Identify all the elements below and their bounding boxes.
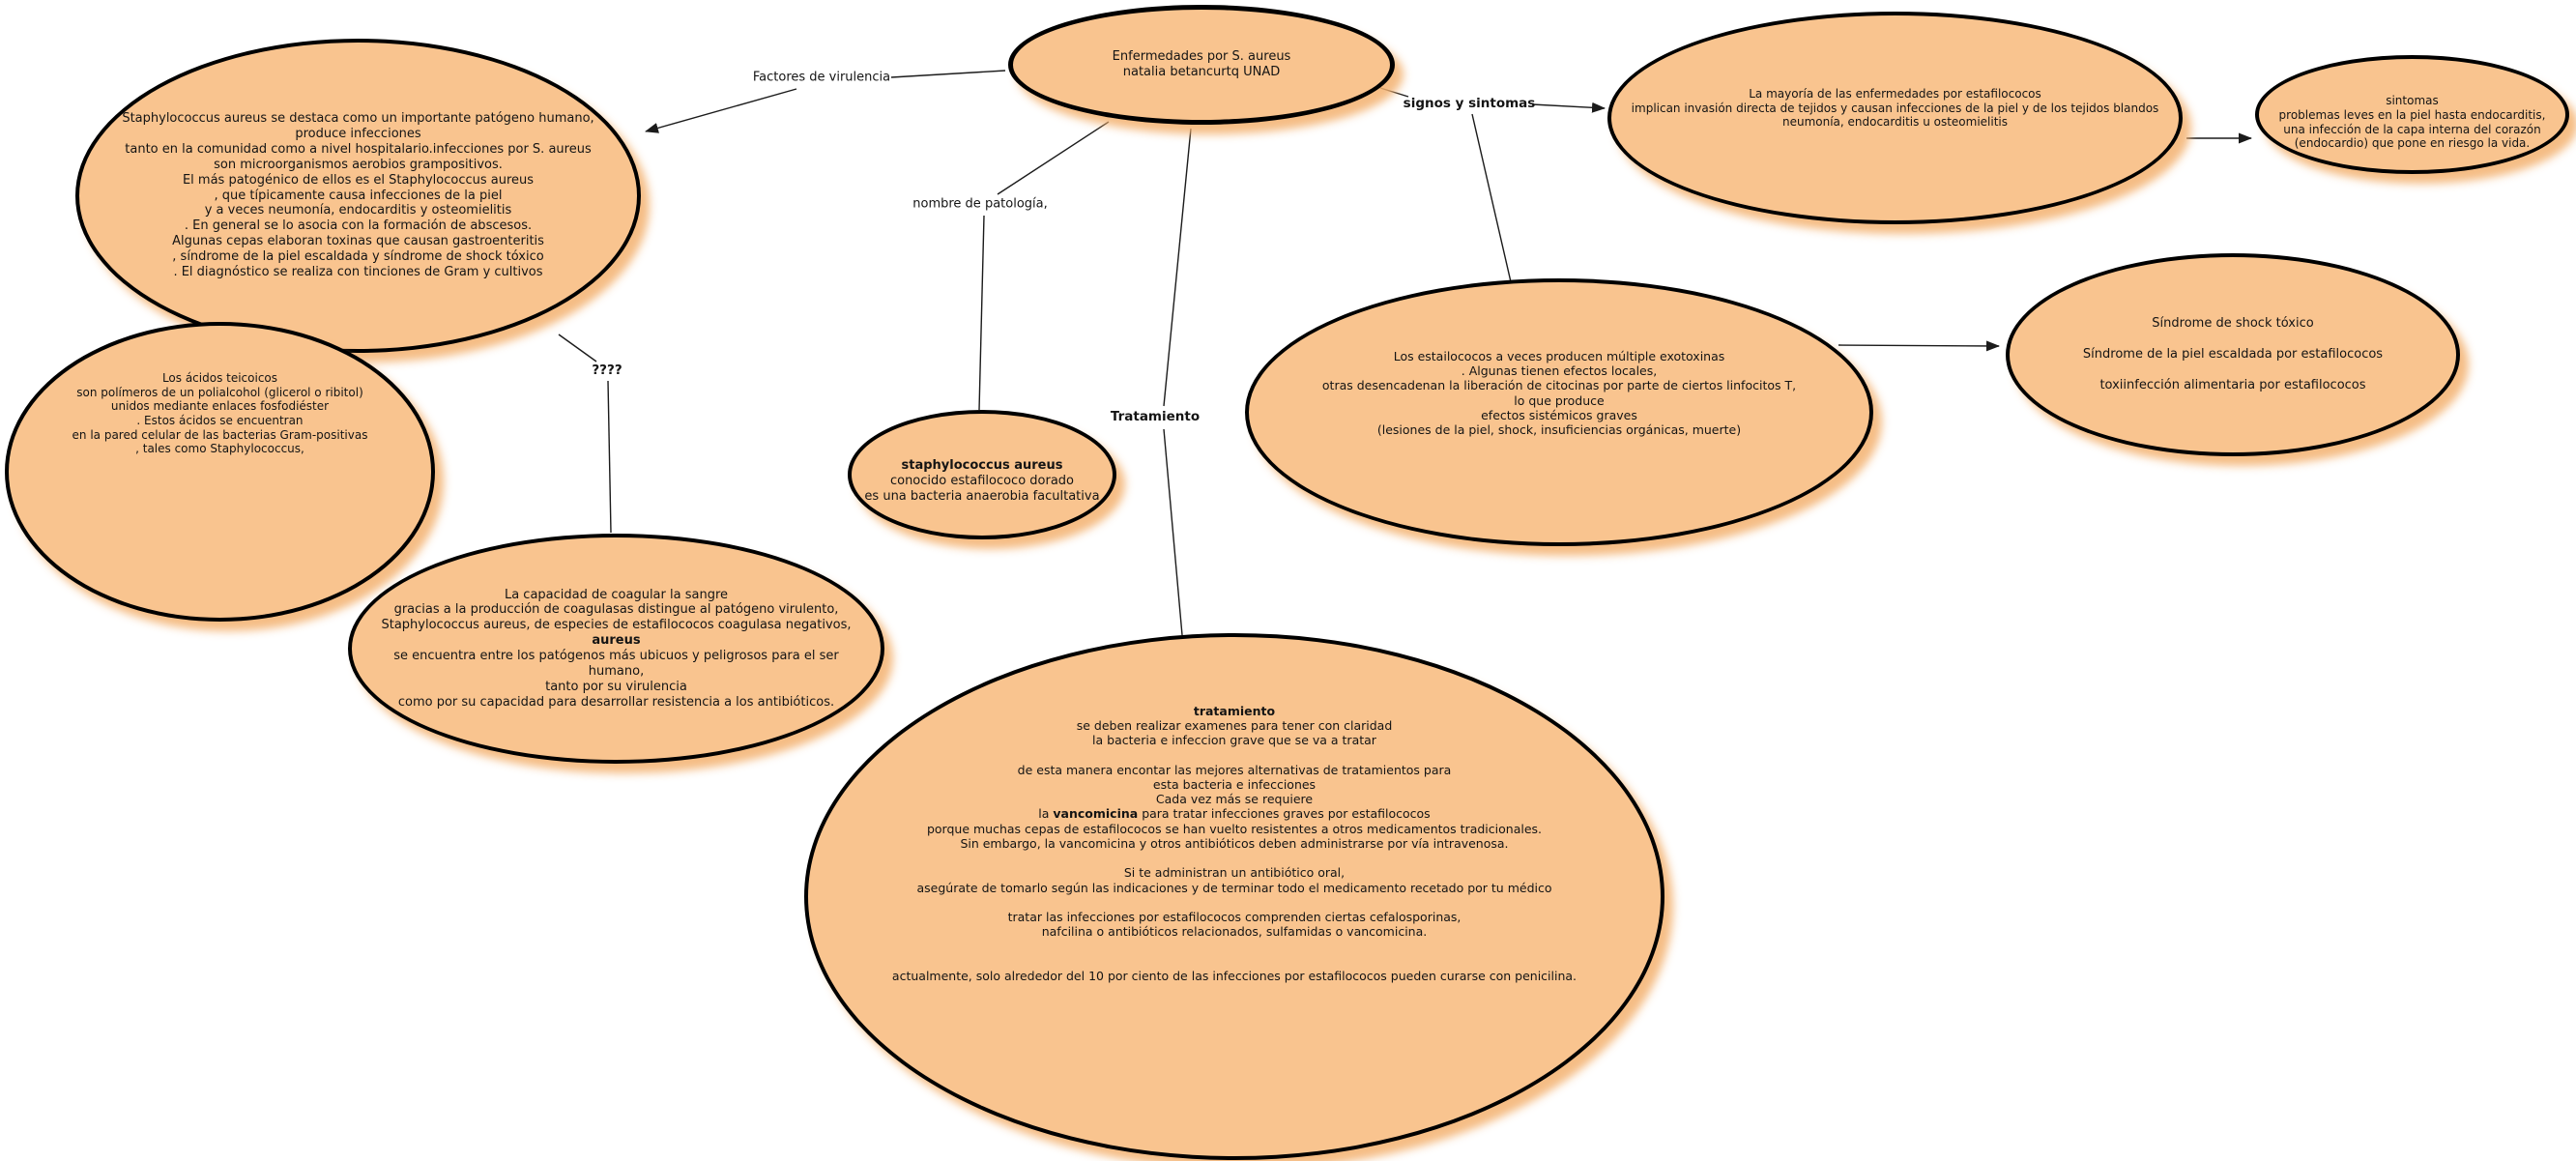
node-factores-virulencia-descripcion[interactable]: Staphylococcus aureus se destaca como un… <box>75 39 641 353</box>
edge-leftbig-to-interrogantes-label <box>558 334 597 363</box>
edge-central-to-tratamiento-label <box>1163 128 1192 407</box>
edge-central-to-factores-label <box>890 70 1006 78</box>
edge-label-tratamiento[interactable]: Tratamiento <box>1110 409 1201 424</box>
edge-tratamiento-label-to-tratbig <box>1163 428 1183 636</box>
edge-label-interrogantes[interactable]: ???? <box>592 363 622 378</box>
edge-signos-label-to-estailococos <box>1471 113 1513 287</box>
edge-central-to-nombre-label <box>997 121 1110 195</box>
edge-nombre-label-to-staph <box>978 215 985 411</box>
edge-interrogantes-label-to-coagular <box>607 380 612 534</box>
edge-label-signos-y-sintomas[interactable]: signos y sintomas <box>1403 96 1536 111</box>
node-exotoxinas-text: Los estailococos a veces producen múltip… <box>1321 348 1797 437</box>
edge-estailococos-to-sindrome-arrow <box>1838 340 2000 352</box>
edge-label-factores-de-virulencia[interactable]: Factores de virulencia <box>752 70 891 85</box>
node-left-big-text: Staphylococcus aureus se destaca como un… <box>122 111 594 279</box>
node-sindromes[interactable]: Síndrome de shock tóxico Síndrome de la … <box>2006 253 2460 456</box>
node-sindromes-text: Síndrome de shock tóxico Síndrome de la … <box>2082 316 2384 392</box>
edge-label-nombre-de-patologia[interactable]: nombre de patología, <box>912 196 1048 212</box>
node-mayoria-text: La mayoría de las enfermedades por estaf… <box>1631 87 2159 130</box>
node-exotoxinas[interactable]: Los estailococos a veces producen múltip… <box>1245 278 1873 546</box>
node-mayoria-enfermedades[interactable]: La mayoría de las enfermedades por estaf… <box>1607 12 2183 224</box>
edge-factores-label-to-leftbig-arrow <box>645 88 797 133</box>
edge-signos-label-to-mayoria-arrow <box>1531 102 1606 113</box>
